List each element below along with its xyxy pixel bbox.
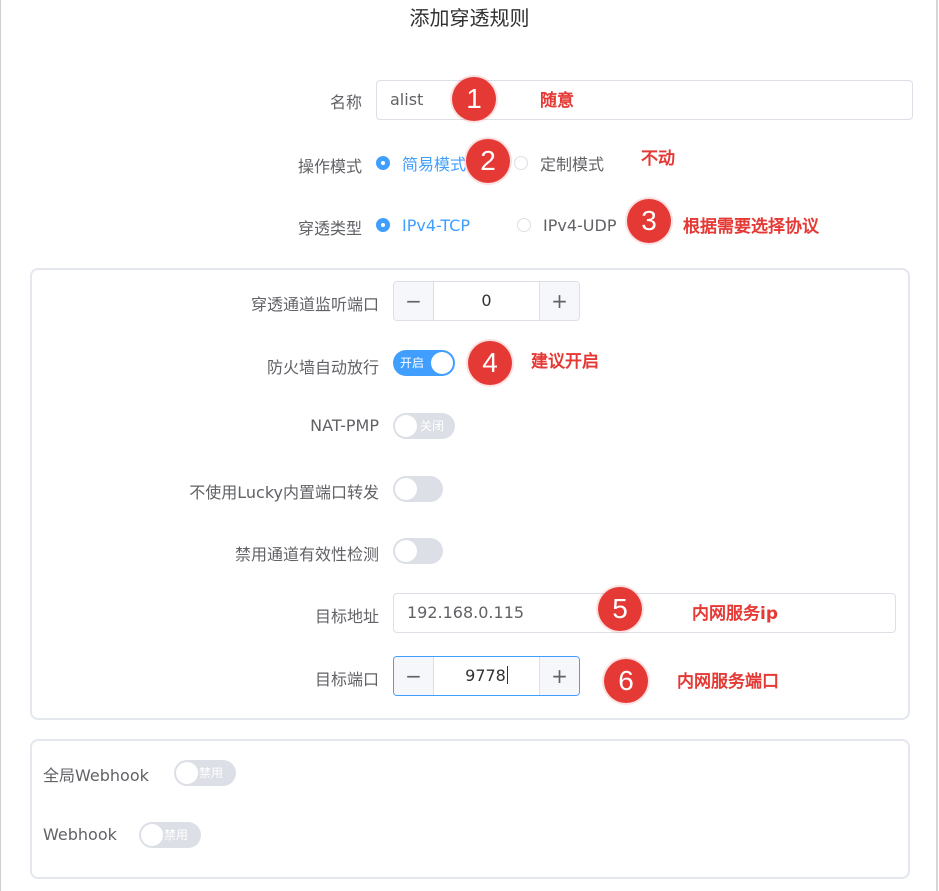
listen-port-stepper[interactable]: − 0 + [393, 281, 580, 321]
toggle-knob [395, 478, 417, 500]
annotation-badge-1: 1 [452, 77, 496, 121]
global-webhook-toggle[interactable]: 禁用 [174, 760, 236, 786]
target-port-value: 9778 [465, 666, 506, 685]
toggle-knob [431, 352, 453, 374]
plus-icon[interactable]: + [539, 282, 579, 320]
radio-unchecked-icon [517, 218, 531, 232]
annotation-badge-4: 4 [468, 341, 512, 385]
toggle-knob [395, 540, 417, 562]
mode-custom-label: 定制模式 [540, 155, 605, 174]
mode-simple-label: 简易模式 [402, 155, 467, 174]
radio-checked-icon [376, 218, 390, 232]
target-address-input[interactable]: 192.168.0.115 [393, 593, 896, 633]
type-radio-udp[interactable]: IPv4-UDP [517, 213, 616, 237]
type-label: 穿透类型 [297, 219, 362, 238]
target-port-label: 目标端口 [314, 670, 379, 689]
natpmp-label: NAT-PMP [310, 416, 379, 435]
natpmp-toggle-text: 关闭 [420, 419, 445, 433]
webhook-label: Webhook [43, 825, 117, 844]
minus-icon[interactable]: − [394, 657, 434, 695]
listen-port-label: 穿透通道监听端口 [250, 295, 379, 314]
annotation-badge-2: 2 [466, 139, 510, 183]
toggle-knob [141, 824, 163, 846]
global-webhook-toggle-text: 禁用 [199, 766, 224, 780]
toggle-knob [395, 415, 417, 437]
no-lucky-forward-label: 不使用Lucky内置端口转发 [189, 483, 379, 502]
annotation-note-2: 不动 [641, 149, 675, 169]
plus-icon[interactable]: + [539, 657, 579, 695]
no-lucky-forward-toggle[interactable] [393, 476, 443, 502]
minus-icon[interactable]: − [394, 282, 434, 320]
window-right-border [936, 0, 938, 891]
radio-unchecked-icon [514, 156, 528, 170]
annotation-note-4: 建议开启 [531, 352, 599, 372]
webhook-group [30, 739, 910, 879]
webhook-toggle[interactable]: 禁用 [139, 822, 201, 848]
name-label: 名称 [329, 93, 362, 112]
target-port-stepper[interactable]: − 9778 + [393, 656, 580, 696]
mode-radio-custom[interactable]: 定制模式 [514, 151, 604, 175]
disable-check-toggle[interactable] [393, 538, 443, 564]
tunnel-settings-group [30, 268, 910, 720]
mode-radio-simple[interactable]: 简易模式 [376, 151, 466, 175]
firewall-toggle[interactable]: 开启 [393, 350, 455, 376]
target-address-label: 目标地址 [314, 607, 379, 626]
global-webhook-label: 全局Webhook [43, 766, 149, 785]
webhook-toggle-text: 禁用 [164, 828, 189, 842]
annotation-badge-3: 3 [627, 199, 671, 243]
radio-checked-icon [376, 156, 390, 170]
type-radio-tcp[interactable]: IPv4-TCP [376, 213, 470, 237]
annotation-badge-6: 6 [604, 659, 648, 703]
mode-label: 操作模式 [297, 157, 362, 176]
type-tcp-label: IPv4-TCP [402, 215, 470, 235]
listen-port-value[interactable]: 0 [481, 291, 492, 310]
annotation-note-6: 内网服务端口 [677, 672, 779, 692]
annotation-note-5: 内网服务ip [692, 604, 778, 624]
firewall-toggle-text: 开启 [400, 356, 425, 370]
toggle-knob [176, 762, 198, 784]
target-port-input[interactable]: 9778 [434, 657, 539, 695]
type-udp-label: IPv4-UDP [543, 215, 617, 235]
window-left-border [0, 0, 1, 891]
firewall-label: 防火墙自动放行 [266, 358, 379, 377]
annotation-note-3: 根据需要选择协议 [683, 217, 819, 237]
text-caret [506, 666, 508, 684]
annotation-note-1: 随意 [540, 91, 574, 111]
annotation-badge-5: 5 [598, 587, 642, 631]
dialog-title: 添加穿透规则 [409, 6, 530, 30]
natpmp-toggle[interactable]: 关闭 [393, 413, 455, 439]
disable-check-label: 禁用通道有效性检测 [234, 545, 379, 564]
